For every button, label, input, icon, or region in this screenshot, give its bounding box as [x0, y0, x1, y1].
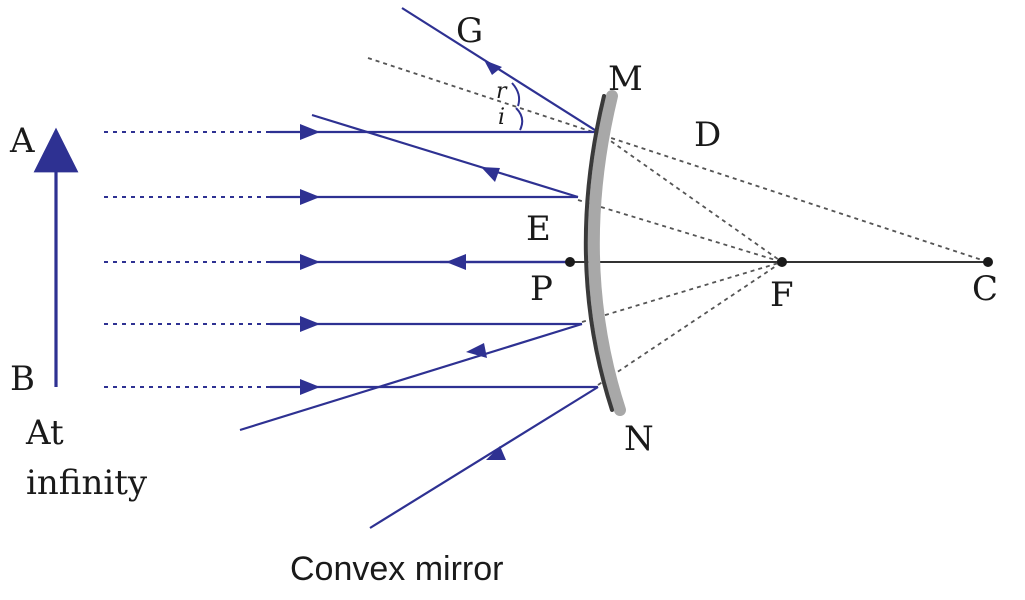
label-e: E: [526, 209, 551, 249]
angle-arcs: [511, 82, 524, 131]
label-n: N: [624, 419, 654, 459]
label-p: P: [530, 269, 553, 309]
reflected-ray-e: [311, 113, 579, 199]
label-f: F: [770, 275, 794, 315]
reflected-ray-mg: [401, 7, 599, 133]
centre-point-c: [983, 257, 993, 267]
extension-m-f: [597, 131, 783, 263]
reflected-arrowheads: [446, 60, 506, 460]
incident-arrowheads: [300, 124, 320, 395]
label-a: A: [9, 121, 35, 161]
label-g: G: [456, 11, 483, 51]
label-at: At: [25, 413, 64, 453]
label-d: D: [694, 115, 721, 155]
label-i: i: [498, 105, 505, 130]
diagram-caption: Convex mirror: [290, 550, 503, 588]
reflected-rays: [239, 7, 599, 529]
reflected-ray-lower1: [239, 322, 583, 432]
extension-lower1-f: [581, 261, 783, 323]
label-m: M: [608, 59, 643, 99]
pole-point-p: [565, 257, 575, 267]
extension-n-f: [597, 261, 783, 386]
reflected-ray-n: [369, 386, 599, 529]
label-r: r: [496, 79, 508, 104]
angle-arc-r: [511, 82, 521, 107]
incident-rays-solid: [270, 130, 598, 389]
label-b: B: [10, 359, 35, 399]
focus-point-f: [777, 257, 787, 267]
label-c: C: [972, 269, 998, 309]
label-infinity: infinity: [26, 463, 148, 503]
angle-arc-i: [515, 107, 524, 131]
extension-e-f: [577, 199, 783, 263]
mirror-reflecting-surface: [583, 94, 614, 412]
construction-lines: [367, 57, 989, 386]
convex-mirror: [583, 90, 626, 416]
mirror-back-surface: [587, 90, 626, 416]
incident-rays-dotted: [104, 131, 270, 388]
